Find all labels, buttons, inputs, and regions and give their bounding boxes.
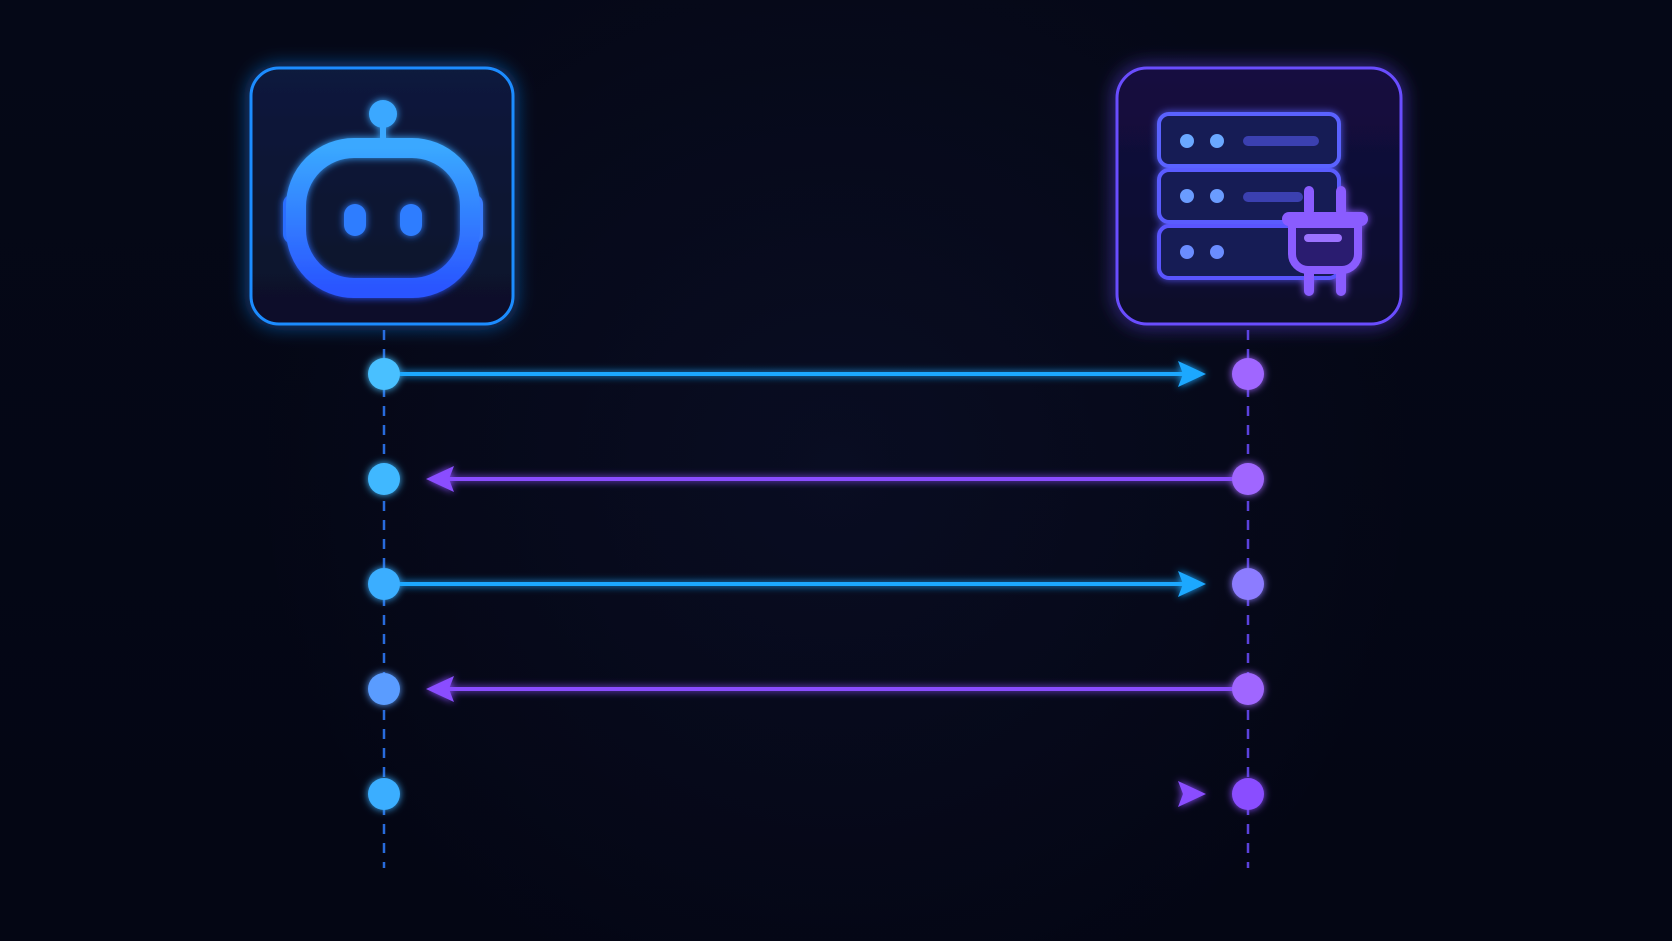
server-node (1232, 673, 1264, 705)
server-node (1232, 358, 1264, 390)
server-node (1232, 778, 1264, 810)
server-plug-icon (1157, 112, 1368, 296)
client-node (368, 463, 400, 495)
message-2 (368, 463, 1264, 495)
client-node (368, 568, 400, 600)
server-node (1232, 568, 1264, 600)
arrowhead (426, 676, 454, 702)
client-node (368, 358, 400, 390)
server-node (1232, 463, 1264, 495)
arrowhead (426, 466, 454, 492)
client-node (368, 673, 400, 705)
arrowhead (1178, 571, 1206, 597)
arrowhead (1178, 781, 1206, 807)
message-1 (368, 358, 1264, 390)
message-4 (368, 673, 1264, 705)
robot-icon (283, 100, 483, 298)
server-participant (1115, 66, 1403, 326)
message-3 (368, 568, 1264, 600)
client-node (368, 778, 400, 810)
client-participant (249, 66, 515, 326)
messages-group (368, 358, 1264, 810)
arrowhead (1178, 361, 1206, 387)
message-5 (368, 778, 1264, 810)
client-box (249, 66, 515, 326)
